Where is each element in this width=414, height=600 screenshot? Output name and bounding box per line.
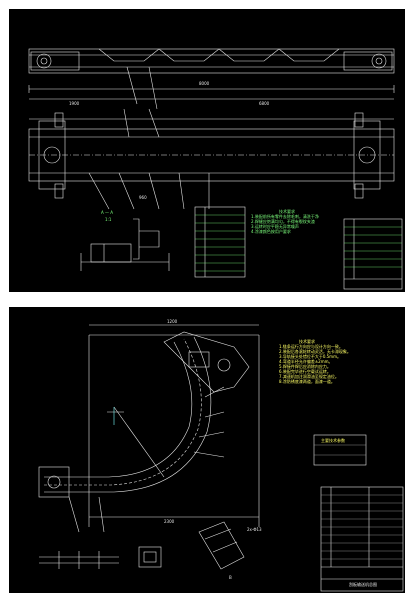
title-block-name: 刮板输送机总图 [349,582,377,587]
conveyor-drawing-top [28,48,403,290]
note-line: 2.焊缝应饱满均匀，不得有裂纹夹渣 [251,219,315,224]
drawing-sheet-bottom: 1200 2300 2x-Φ13 B 技术要求 1.链条运行方向应与设计方向一致… [9,307,405,593]
note-line: 4.涂漆颜色按用户要求 [251,229,291,234]
notes-title: 技术要求 [299,339,315,344]
view-label: B [229,575,232,580]
note-line: 1.装配前所有零件去除毛刺，清洗干净 [251,214,319,219]
dimension-label: 6800 [259,101,270,106]
parameter-table-title: 主要技术参数 [321,438,345,443]
technical-notes: 技术要求 1.装配前所有零件去除毛刺，清洗干净 2.焊缝应饱满均匀，不得有裂纹夹… [251,209,319,234]
dimension-label: 8000 [199,81,210,86]
conveyor-drawing-bottom [38,324,404,592]
technical-notes: 技术要求 1.链条运行方向应与设计方向一致。 2.装配后各滚轮转动灵活，无卡滞现… [279,339,351,384]
note-line: 4.弯道半径允许偏差±2mm。 [279,359,333,364]
dimension-label: 960 [139,195,147,200]
dimension-label: 1900 [69,101,80,106]
note-line: 3.导轨接头处错位不大于0.5mm。 [279,354,341,359]
dimension-label: 2300 [164,519,175,524]
scale-label: 1:1 [105,217,112,222]
notes-title: 技术要求 [279,209,295,214]
note-line: 6.装配完毕进行空载试运转。 [279,369,331,374]
section-label: A — A [101,210,114,215]
drawing-sheet-top: 8000 1900 6800 960 A — A 1:1 技术要求 1.装配前所… [9,9,405,292]
note-line: 3.运转时应平稳无异常噪声 [251,224,299,229]
note-line: 2.装配后各滚轮转动灵活，无卡滞现象。 [279,349,351,354]
note-line: 8.涂防锈底漆两道，面漆一道。 [279,379,335,384]
detail-label: 2x-Φ13 [247,527,262,532]
note-line: 1.链条运行方向应与设计方向一致。 [279,344,343,349]
dimension-label: 1200 [167,319,178,324]
note-line: 7.减速机加注润滑油至规定油位。 [279,374,339,379]
note-line: 5.焊接件焊后应消除内应力。 [279,364,331,369]
